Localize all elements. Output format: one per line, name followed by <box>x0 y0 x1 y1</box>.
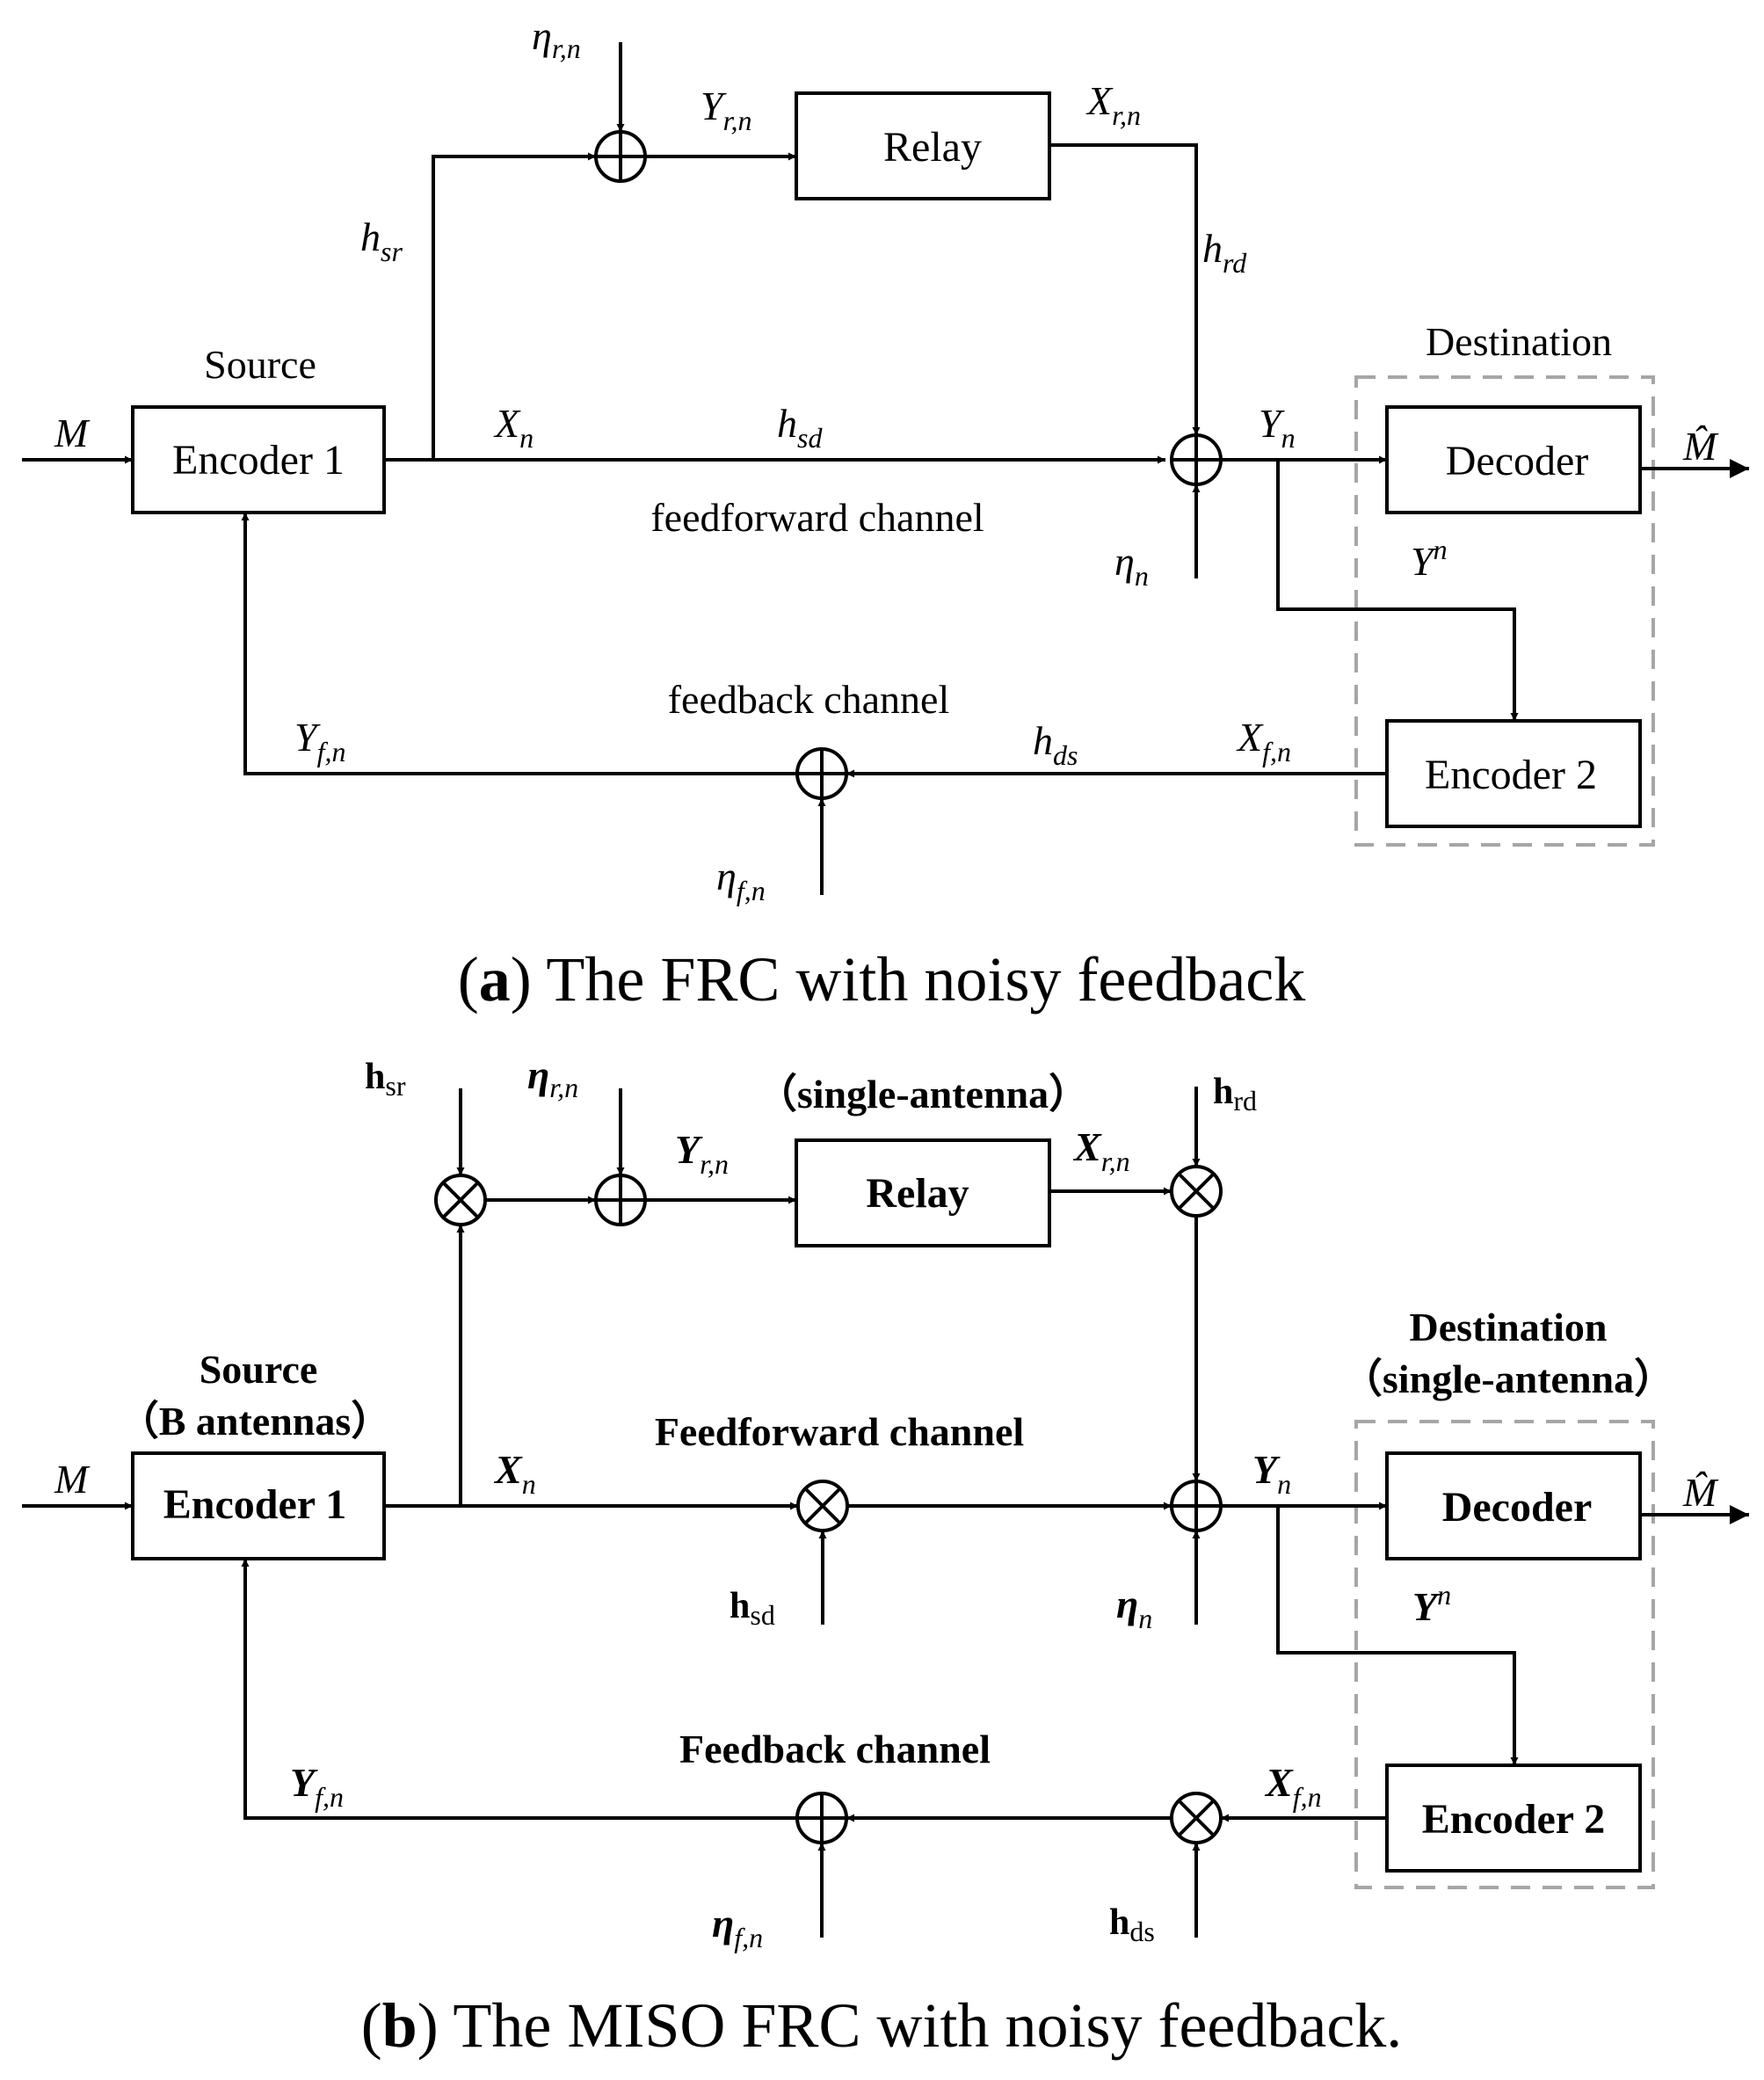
caption-b: (b) The MISO FRC with noisy feedback. <box>361 1990 1403 2061</box>
encoder1-block-a: Encoder 1 <box>131 405 386 514</box>
relay-block-a: Relay <box>795 91 1051 200</box>
symbol-x-n-a: Xn <box>493 401 534 454</box>
multiplier-rd-b <box>1170 1165 1223 1218</box>
encoder2-label-b: Encoder 2 <box>1422 1796 1605 1843</box>
encoder1-label-b: Encoder 1 <box>163 1481 346 1528</box>
symbol-h-rd-b: hrd <box>1213 1072 1257 1116</box>
symbol-h-ds-b: hds <box>1109 1902 1155 1947</box>
relay-label-a: Relay <box>883 124 982 171</box>
symbol-h-sr-a: hsr <box>360 215 403 267</box>
yn-encoder2-wire-b <box>1276 1506 1519 1765</box>
symbol-eta-n-b: ηn <box>1116 1582 1152 1634</box>
source-label-b: Source <box>200 1347 318 1392</box>
symbol-eta-rn-b: ηr,n <box>527 1052 578 1103</box>
symbol-m-hat-b: M̂ <box>1682 1470 1719 1515</box>
feedforward-channel-label-b: Feedforward channel <box>655 1409 1024 1454</box>
caption-a: (a) The FRC with noisy feedback <box>458 944 1306 1015</box>
symbol-eta-n-a: ηn <box>1114 539 1149 592</box>
adder-relay-input-a <box>594 130 647 183</box>
encoder2-label-a: Encoder 2 <box>1425 752 1597 798</box>
symbol-y-rn-a: Yr,n <box>701 84 752 136</box>
symbol-y-rn-b: Yr,n <box>675 1127 729 1180</box>
adder-destination-a <box>1170 433 1223 486</box>
adder-feedback-a <box>795 747 848 800</box>
symbol-y-sup-n-b: Yn <box>1412 1579 1451 1629</box>
symbol-h-ds-a: hds <box>1033 718 1078 771</box>
feedforward-channel-label-a: feedforward channel <box>650 495 984 540</box>
symbol-y-sup-n-a: Yn <box>1411 534 1448 584</box>
encoder1-block-b: Encoder 1 <box>131 1451 386 1560</box>
relay-destination-wire-a <box>1049 143 1201 435</box>
symbol-h-sd-a: hsd <box>777 401 823 454</box>
multiplier-ds-b <box>1170 1792 1223 1844</box>
symbol-eta-fn-a: ηf,n <box>716 854 766 906</box>
decoder-label-a: Decoder <box>1446 438 1589 484</box>
feedback-return-wire-b <box>241 1559 797 1820</box>
adder-feedback-b <box>795 1792 848 1844</box>
relay-block-b: Relay <box>795 1138 1051 1247</box>
decoder-label-b: Decoder <box>1442 1484 1593 1531</box>
symbol-y-n-b: Yn <box>1252 1447 1291 1500</box>
panel-a: Encoder 1 Relay Decoder Encoder 2 <box>22 13 1749 1015</box>
decoder-block-b: Decoder <box>1385 1451 1642 1560</box>
symbol-y-fn-a: Yf,n <box>294 715 345 767</box>
symbol-x-n-b: Xn <box>493 1447 536 1500</box>
symbol-y-fn-b: Yf,n <box>290 1760 344 1813</box>
encoder2-block-b: Encoder 2 <box>1385 1764 1642 1873</box>
feedback-channel-label-b: Feedback channel <box>679 1727 991 1771</box>
destination-antennas-label-b: （single-antenna） <box>1342 1356 1674 1401</box>
symbol-eta-fn-b: ηf,n <box>712 1901 763 1953</box>
symbol-x-rn-a: Xr,n <box>1085 78 1141 131</box>
symbol-x-fn-b: Xf,n <box>1264 1760 1322 1813</box>
decoder-block-a: Decoder <box>1385 405 1642 514</box>
symbol-m-b: M <box>54 1457 91 1502</box>
source-antennas-label-b: （B antennas） <box>119 1399 392 1444</box>
symbol-x-fn-a: Xf,n <box>1236 715 1291 767</box>
encoder2-block-a: Encoder 2 <box>1385 719 1642 828</box>
source-label-a: Source <box>204 342 316 387</box>
source-relay-wire-a <box>432 152 596 460</box>
feedback-channel-label-a: feedback channel <box>668 677 950 722</box>
panel-b: Encoder 1 Relay Decoder Encoder 2 <box>22 1052 1749 2061</box>
destination-label-a: Destination <box>1426 319 1612 364</box>
symbol-m-a: M <box>54 411 91 455</box>
symbol-h-sr-b: hsr <box>365 1057 406 1102</box>
destination-label-b: Destination <box>1410 1305 1608 1349</box>
symbol-h-rd-a: hrd <box>1202 226 1247 279</box>
encoder1-label-a: Encoder 1 <box>172 437 345 484</box>
symbol-y-n-a: Yn <box>1259 401 1296 454</box>
adder-relay-input-b <box>594 1174 647 1226</box>
adder-destination-b <box>1170 1480 1223 1532</box>
symbol-h-sd-b: hsd <box>730 1586 775 1631</box>
relay-label-b: Relay <box>866 1170 969 1217</box>
symbol-eta-rn-a: ηr,n <box>532 13 581 64</box>
multiplier-sr-b <box>434 1174 487 1226</box>
feedback-return-wire-a <box>241 513 797 775</box>
multiplier-sd-b <box>796 1480 849 1532</box>
relay-antennas-label-b: （single-antenna） <box>757 1072 1089 1116</box>
symbol-x-rn-b: Xr,n <box>1072 1124 1130 1177</box>
yn-encoder2-wire-a <box>1276 460 1519 721</box>
symbol-m-hat-a: M̂ <box>1682 424 1719 469</box>
